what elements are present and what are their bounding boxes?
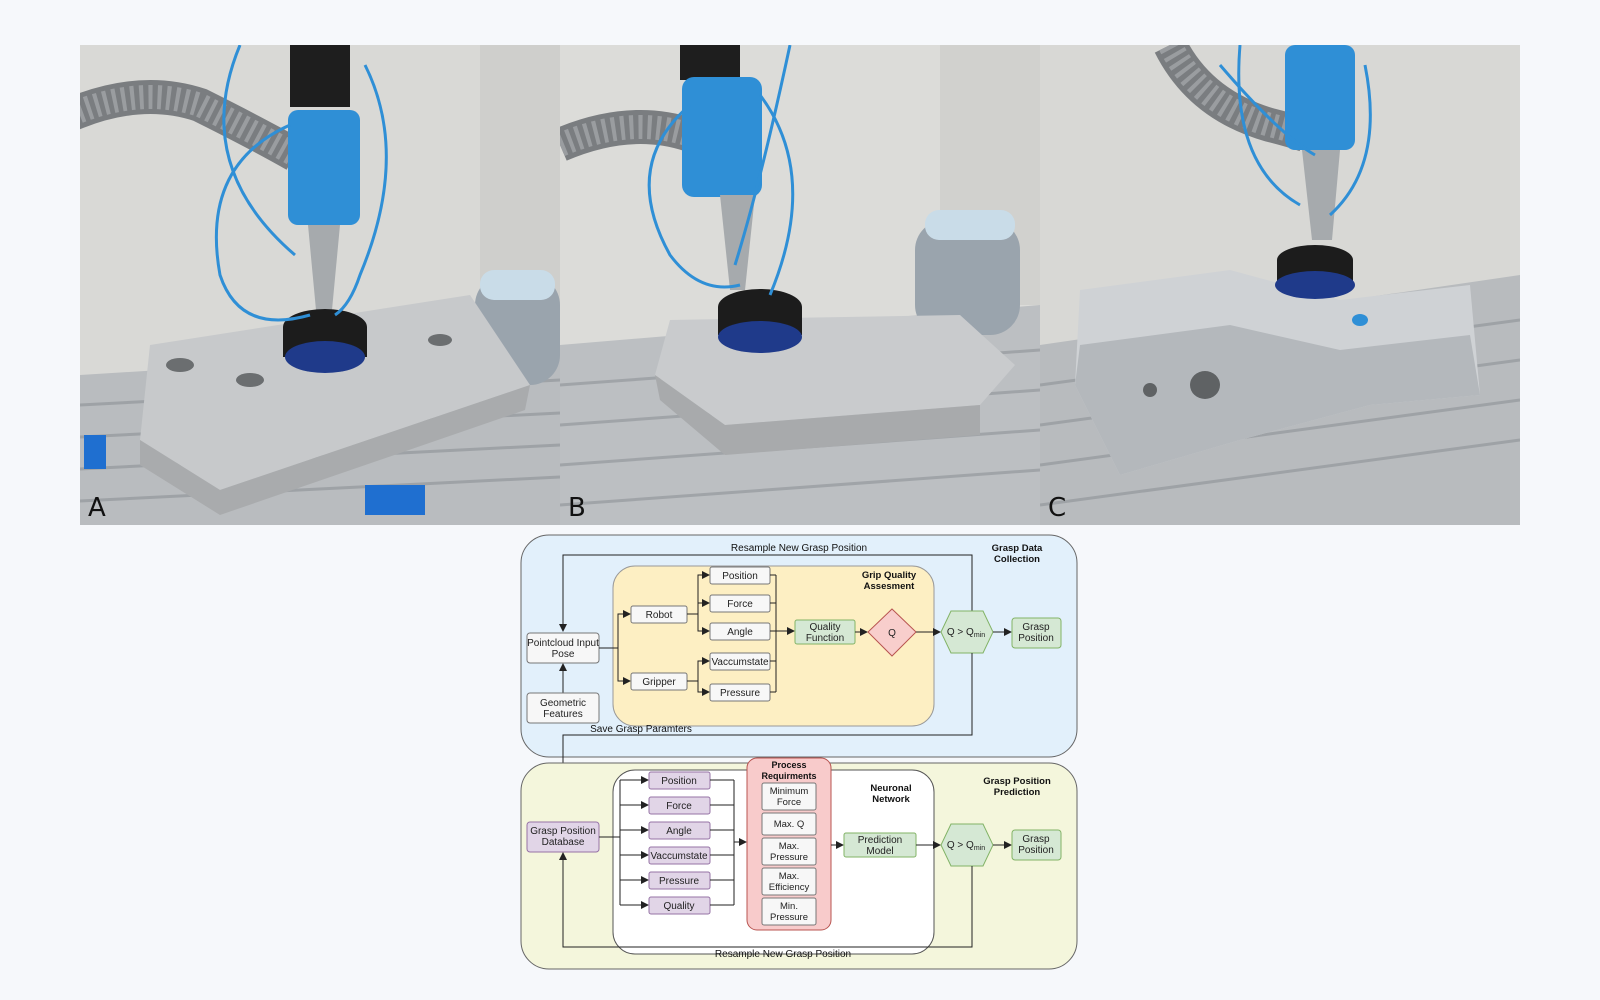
req-max-efficiency: Max.Efficiency <box>761 867 817 896</box>
q-threshold-node-bottom: Q > Qmin <box>940 823 994 867</box>
svg-text:Gripper: Gripper <box>642 677 676 688</box>
param-vaccumstate-node: Vaccumstate <box>709 652 771 671</box>
svg-text:Q > Qmin: Q > Qmin <box>947 627 985 639</box>
robot-node: Robot <box>630 605 688 624</box>
svg-text:Vaccumstate: Vaccumstate <box>650 851 707 862</box>
nn-param-position: Position <box>648 771 711 790</box>
photo-label: B <box>568 493 586 523</box>
nn-param-angle: Angle <box>648 821 711 840</box>
svg-text:Max. Q: Max. Q <box>774 819 805 830</box>
svg-text:Angle: Angle <box>727 627 753 638</box>
nn-param-pressure: Pressure <box>648 871 711 890</box>
svg-text:Max.Efficiency: Max.Efficiency <box>769 871 810 893</box>
photo-a: A <box>80 45 560 525</box>
param-pressure-node: Pressure <box>709 683 771 702</box>
svg-text:Q > Qmin: Q > Qmin <box>947 840 985 852</box>
param-angle-node: Angle <box>709 622 771 641</box>
svg-text:Vaccumstate: Vaccumstate <box>711 657 768 668</box>
nn-param-vaccumstate: Vaccumstate <box>648 846 711 865</box>
save-grasp-label: Save Grasp Paramters <box>590 724 692 735</box>
svg-text:Position: Position <box>722 571 758 582</box>
svg-text:Position: Position <box>661 776 697 787</box>
svg-text:Force: Force <box>727 599 753 610</box>
nn-param-quality: Quality <box>648 896 711 915</box>
photo-c: C <box>1040 45 1520 525</box>
gripper-node: Gripper <box>630 672 688 691</box>
photo-label: A <box>88 493 106 523</box>
svg-text:Min.Pressure: Min.Pressure <box>770 901 808 923</box>
req-min-pressure: Min.Pressure <box>761 897 817 926</box>
param-position-node: Position <box>709 566 771 585</box>
req-max-q: Max. Q <box>761 812 817 836</box>
param-force-node: Force <box>709 594 771 613</box>
grip-quality-area <box>612 565 935 727</box>
svg-text:Pressure: Pressure <box>659 876 699 887</box>
svg-text:Max.Pressure: Max.Pressure <box>770 841 808 863</box>
photo-label: C <box>1048 493 1067 523</box>
resample-label-bottom: Resample New Grasp Position <box>715 949 851 960</box>
svg-text:Robot: Robot <box>646 610 673 621</box>
svg-text:Angle: Angle <box>666 826 692 837</box>
svg-text:Pressure: Pressure <box>720 688 760 699</box>
svg-text:Quality: Quality <box>663 901 694 912</box>
photo-b: B <box>560 45 1040 525</box>
svg-text:Q: Q <box>888 628 896 639</box>
req-max-pressure: Max.Pressure <box>761 837 817 866</box>
q-threshold-node-top: Q > Qmin <box>940 610 994 654</box>
resample-label-top: Resample New Grasp Position <box>731 543 867 554</box>
nn-param-force: Force <box>648 796 711 815</box>
svg-text:Force: Force <box>666 801 692 812</box>
q-decision-node: Q <box>867 608 917 657</box>
